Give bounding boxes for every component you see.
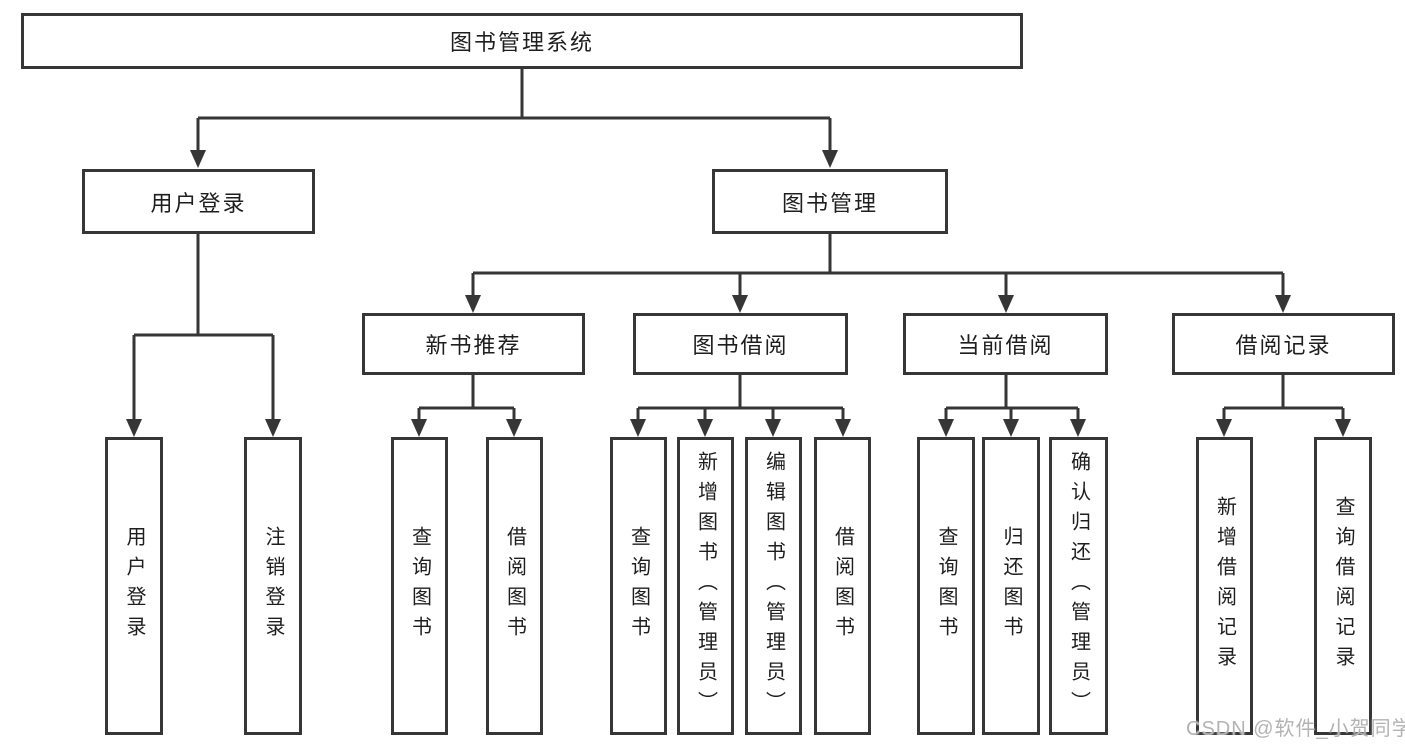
- leaf-add-books-admin: 新增图书（管理员）: [677, 437, 734, 735]
- leaf-user-login: 用户登录: [105, 437, 163, 735]
- node-new-book-recommendation: 新书推荐: [362, 313, 585, 375]
- node-label: 查询图书: [408, 526, 431, 646]
- node-label: 注销登录: [262, 526, 284, 646]
- node-label: 查询图书: [627, 526, 650, 646]
- node-label: 新书推荐: [425, 333, 522, 358]
- node-library-management-system: 图书管理系统: [21, 13, 1023, 69]
- node-label: 查询借阅记录: [1332, 496, 1354, 676]
- node-current-borrowing: 当前借阅: [903, 313, 1108, 375]
- node-borrowing-records: 借阅记录: [1172, 313, 1395, 375]
- node-label: 借阅图书: [831, 526, 854, 646]
- arrowheads: [126, 150, 1351, 437]
- csdn-watermark: CSDN @软件_小贺同学: [1186, 718, 1405, 740]
- leaf-borrow-books-recommend: 借阅图书: [486, 437, 543, 735]
- node-label: 编辑图书（管理员）: [762, 451, 785, 721]
- node-label: 新增借阅记录: [1213, 496, 1236, 676]
- node-book-borrowing: 图书借阅: [633, 313, 848, 375]
- leaf-add-borrow-record: 新增借阅记录: [1196, 437, 1253, 735]
- node-user-login: 用户登录: [82, 169, 315, 234]
- leaf-query-borrow-record: 查询借阅记录: [1314, 437, 1372, 735]
- node-label: 用户登录: [123, 526, 145, 646]
- node-label: 图书借阅: [692, 333, 789, 358]
- node-book-management: 图书管理: [712, 169, 948, 234]
- leaf-edit-books-admin: 编辑图书（管理员）: [745, 437, 802, 735]
- node-label: 确认归还（管理员）: [1067, 451, 1090, 721]
- node-label: 用户登录: [150, 190, 247, 216]
- node-label: 查询图书: [935, 526, 957, 646]
- node-label: 归还图书: [1000, 526, 1022, 646]
- node-label: 新增图书（管理员）: [694, 451, 717, 721]
- leaf-return-books: 归还图书: [982, 437, 1040, 735]
- node-label: 图书管理系统: [449, 30, 594, 55]
- leaf-logout: 注销登录: [244, 437, 302, 735]
- leaf-confirm-return-admin: 确认归还（管理员）: [1049, 437, 1108, 735]
- leaf-query-books-current: 查询图书: [917, 437, 975, 735]
- leaf-query-books-borrowing: 查询图书: [610, 437, 667, 735]
- node-label: 图书管理: [781, 190, 878, 216]
- node-label: 借阅记录: [1235, 333, 1332, 358]
- leaf-borrow-books: 借阅图书: [814, 437, 871, 735]
- node-label: 当前借阅: [957, 333, 1054, 358]
- node-label: 借阅图书: [503, 526, 526, 646]
- leaf-query-books-recommend: 查询图书: [391, 437, 448, 735]
